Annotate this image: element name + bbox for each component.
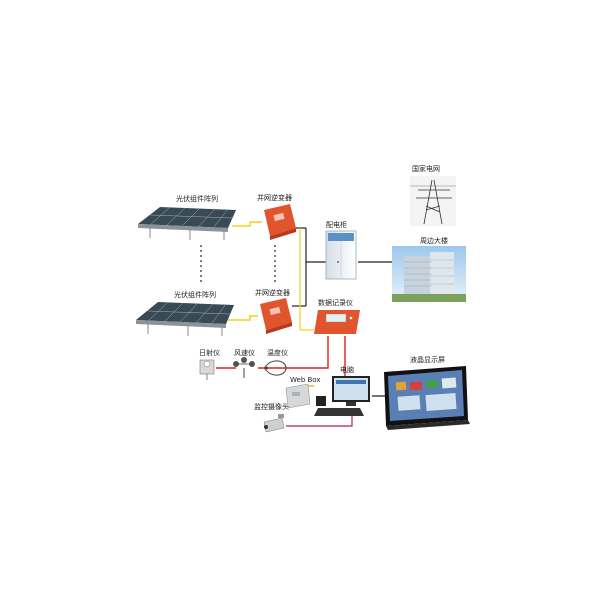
wind-meter-label: 风速仪 xyxy=(234,349,255,357)
temperature-meter xyxy=(264,360,287,376)
pylon-icon xyxy=(410,176,456,226)
solar-panel-icon xyxy=(136,301,234,336)
data-logger-label: 数据记录仪 xyxy=(318,299,353,307)
state-grid-pylon xyxy=(410,176,456,226)
surveillance-camera xyxy=(263,414,285,433)
inverter-top-label: 并网逆变器 xyxy=(257,194,292,202)
web-box xyxy=(285,383,311,409)
computer-label: 电脑 xyxy=(340,366,354,374)
dc-wires xyxy=(228,221,262,321)
solar-panel-array-top xyxy=(138,206,236,240)
cabinet-icon xyxy=(325,230,357,280)
irradiance-meter xyxy=(199,359,215,380)
camera-label: 监控摄像头 xyxy=(254,403,289,411)
video-wires xyxy=(286,414,353,427)
web-box-label: Web Box xyxy=(290,376,321,384)
data-logger xyxy=(314,310,360,334)
inverter-top xyxy=(264,204,296,240)
camera-icon xyxy=(263,414,285,433)
temperature-meter-label: 温度仪 xyxy=(267,349,288,357)
continuation-dots xyxy=(200,245,276,282)
lcd-screen-label: 液晶显示屏 xyxy=(410,356,445,364)
distribution-cabinet xyxy=(325,230,357,280)
distribution-cabinet-label: 配电柜 xyxy=(326,221,347,229)
computer-icon xyxy=(314,376,370,416)
inverter-icon xyxy=(260,298,292,334)
lcd-icon xyxy=(384,366,470,430)
building-icon xyxy=(392,246,466,302)
building-label: 周边大楼 xyxy=(420,237,448,245)
pv-array-bottom-label: 光伏组件阵列 xyxy=(174,291,216,299)
sensor-icon xyxy=(199,359,215,380)
state-grid-label: 国家电网 xyxy=(412,165,440,173)
solar-panel-array-bottom xyxy=(136,301,234,336)
pv-array-top-label: 光伏组件阵列 xyxy=(176,195,218,203)
ac-wires xyxy=(292,227,392,307)
surrounding-building xyxy=(392,246,466,302)
webbox-icon xyxy=(285,383,311,409)
logger-bus xyxy=(299,228,314,331)
computer xyxy=(314,376,370,416)
logger-icon xyxy=(314,310,360,334)
solar-panel-icon xyxy=(138,206,236,240)
inverter-icon xyxy=(264,204,296,240)
lcd-display xyxy=(384,366,470,430)
wind-meter xyxy=(233,357,255,378)
inverter-bottom-label: 并网逆变器 xyxy=(255,289,290,297)
irradiance-meter-label: 日射仪 xyxy=(199,349,220,357)
anemometer-icon xyxy=(233,357,255,378)
inverter-bottom xyxy=(260,298,292,334)
temp-probe-icon xyxy=(264,360,287,376)
